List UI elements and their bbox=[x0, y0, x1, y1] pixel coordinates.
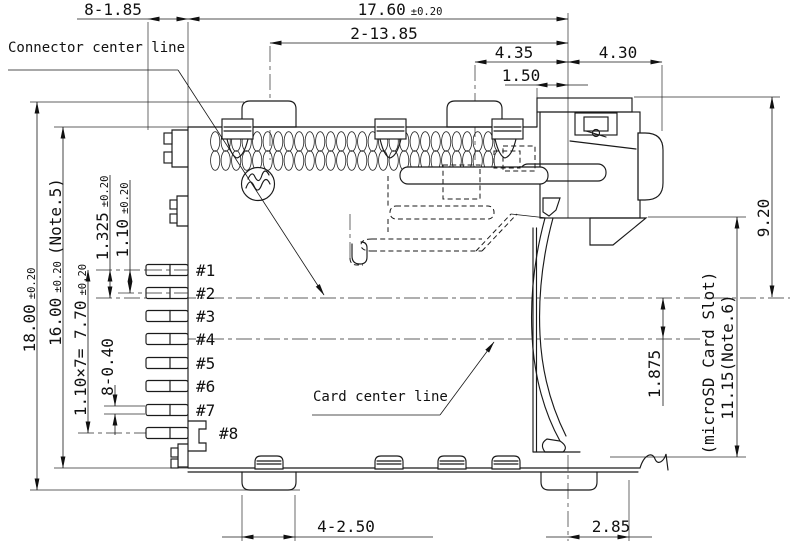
dim-overall-height: 18.00±0.20 bbox=[20, 101, 40, 491]
dim-1-50: 1.50 bbox=[502, 66, 588, 88]
dim-2-85: 2.85 bbox=[546, 517, 652, 540]
pin8-flag bbox=[187, 420, 207, 452]
extension-lines bbox=[30, 13, 780, 541]
dim-card-slot-subtext: (microSD Card Slot) bbox=[699, 271, 718, 454]
detect-spring-coils bbox=[210, 131, 497, 171]
dim-pin-span-text: 1.10×7= 7.70±0.20 bbox=[71, 264, 90, 416]
eject-rod bbox=[399, 166, 549, 185]
dim-1-325-text: 1.325±0.20 bbox=[93, 176, 112, 261]
dim-4-35: 4.35 bbox=[474, 43, 569, 65]
left-edge-brackets bbox=[163, 129, 207, 469]
pin-label-6: #6 bbox=[196, 377, 215, 396]
dim-card-slot-text: 11.15(Note.6) bbox=[718, 294, 737, 419]
dim-card-slot: 11.15(Note.6) (microSD Card Slot) bbox=[699, 216, 740, 458]
hidden-features bbox=[349, 145, 548, 266]
weld-symbol bbox=[240, 166, 276, 202]
dim-foot-width-text: 4-2.50 bbox=[317, 517, 375, 536]
dim-tab-offset: 2-13.85 bbox=[269, 24, 569, 46]
eject-mechanism bbox=[399, 97, 664, 246]
dim-4-30-text: 4.30 bbox=[599, 43, 638, 62]
pin-label-2: #2 bbox=[196, 284, 215, 303]
pin-label-7: #7 bbox=[196, 401, 215, 420]
foot-right bbox=[540, 471, 598, 491]
shield-tabs bbox=[221, 118, 524, 159]
eject-flange bbox=[536, 97, 633, 113]
dim-1-50-text: 1.50 bbox=[502, 66, 541, 85]
pin-label-8: #8 bbox=[219, 424, 238, 443]
dim-1-10: 1.10±0.20 bbox=[113, 180, 133, 294]
eject-button bbox=[637, 132, 664, 201]
dim-pin-length-text: 8-1.85 bbox=[84, 0, 142, 19]
dim-foot-width: 4-2.50 bbox=[222, 517, 433, 540]
dim-tab-offset-text: 2-13.85 bbox=[350, 24, 417, 43]
pin-label-3: #3 bbox=[196, 307, 215, 326]
pin-labels: #1 #2 #3 #4 #5 #6 #7 #8 bbox=[196, 261, 238, 443]
dim-body-height: 16.00±0.20(Note.5) bbox=[46, 126, 66, 469]
dim-1-325: 1.325±0.20 bbox=[93, 175, 113, 299]
pin-label-4: #4 bbox=[196, 330, 215, 349]
dim-overall-height-text: 18.00±0.20 bbox=[20, 268, 39, 353]
dim-1-10-text: 1.10±0.20 bbox=[113, 182, 132, 257]
dimensions: 8-1.85 17.60±0.20 2-13.85 4.35 4.30 1.50 bbox=[20, 0, 775, 540]
pin-label-5: #5 bbox=[196, 354, 215, 373]
mount-tab-right bbox=[446, 100, 503, 128]
bottom-features bbox=[241, 455, 598, 491]
eject-corner-piece bbox=[589, 217, 648, 246]
dim-pin-span: 1.10×7= 7.70±0.20 bbox=[71, 264, 91, 434]
contact-pins bbox=[145, 263, 189, 440]
dim-body-width-text: 17.60±0.20 bbox=[358, 0, 443, 19]
dim-pin-length: 8-1.85 bbox=[77, 0, 189, 22]
dim-body-width: 17.60±0.20 bbox=[187, 0, 569, 22]
dim-9-20-text: 9.20 bbox=[754, 199, 773, 238]
dim-4-35-text: 4.35 bbox=[495, 43, 534, 62]
dim-1-875-text: 1.875 bbox=[645, 350, 664, 398]
dim-4-30: 4.30 bbox=[567, 43, 663, 65]
leader-labels: Connector center line Card center line bbox=[8, 40, 495, 416]
connector-body bbox=[145, 97, 669, 491]
mount-tab-left bbox=[241, 100, 297, 128]
dim-pin-width: 8-0.40 bbox=[98, 338, 118, 435]
connector-center-line-label: Connector center line bbox=[8, 40, 185, 56]
dim-9-20: 9.20 bbox=[754, 96, 775, 298]
pin-label-1: #1 bbox=[196, 261, 215, 280]
foot-left bbox=[241, 471, 297, 491]
dim-2-85-text: 2.85 bbox=[592, 517, 631, 536]
body-corner-wave bbox=[639, 453, 669, 471]
card-lever-spring bbox=[531, 197, 581, 453]
card-center-line-label: Card center line bbox=[313, 389, 448, 405]
dim-1-875: 1.875 bbox=[645, 297, 666, 406]
dim-body-height-text: 16.00±0.20(Note.5) bbox=[46, 178, 65, 346]
dim-pin-width-text: 8-0.40 bbox=[98, 338, 117, 396]
